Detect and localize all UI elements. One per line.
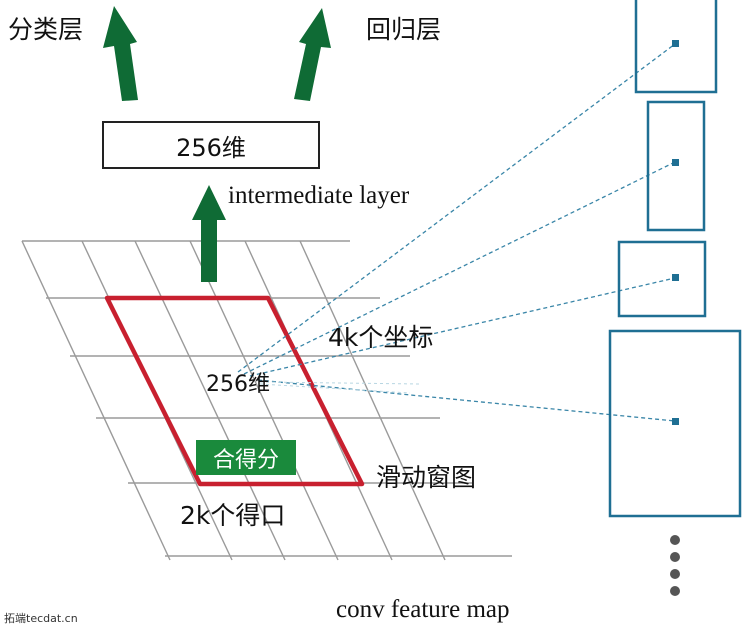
anchor-center-4: [672, 418, 679, 425]
regression-layer-label: 回归层: [366, 15, 442, 44]
up-arrow-icon-regression: [294, 8, 331, 101]
up-arrow-icon-classification: [103, 6, 138, 101]
anchor-connection-lines: [237, 43, 676, 422]
anchor-box-3: [617, 240, 707, 318]
anchor-box-4: [608, 329, 742, 518]
feature-map-label: conv feature map: [336, 596, 510, 623]
scores-badge: 合得分: [196, 440, 296, 475]
scores-badge-label: 合得分: [212, 447, 279, 473]
scores-2k-label: 2k个得口: [180, 501, 286, 530]
intermediate-layer-label: intermediate layer: [228, 182, 410, 209]
anchor-boxes: [608, 0, 742, 518]
classification-layer-label: 分类层: [8, 15, 84, 44]
up-arrow-icon-intermediate: [192, 185, 226, 282]
anchor-centers: [672, 40, 679, 425]
center-256-label: 256维: [206, 372, 270, 397]
coords-4k-label: 4k个坐标: [328, 323, 434, 352]
sliding-window-label: 滑动窗图: [376, 463, 477, 492]
feature-vector-box: 256维: [102, 121, 320, 169]
watermark: 拓端tecdat.cn: [4, 612, 78, 625]
sliding-window: [104, 295, 365, 487]
anchor-center-1: [672, 40, 679, 47]
anchor-center-2: [672, 159, 679, 166]
anchor-box-1: [634, 0, 718, 94]
anchor-box-2: [646, 100, 706, 232]
ellipsis-vertical-icon: [670, 535, 680, 596]
anchor-center-3: [672, 274, 679, 281]
faint-fan-lines: [259, 381, 421, 394]
feature-vector-box-label: 256维: [176, 133, 246, 162]
